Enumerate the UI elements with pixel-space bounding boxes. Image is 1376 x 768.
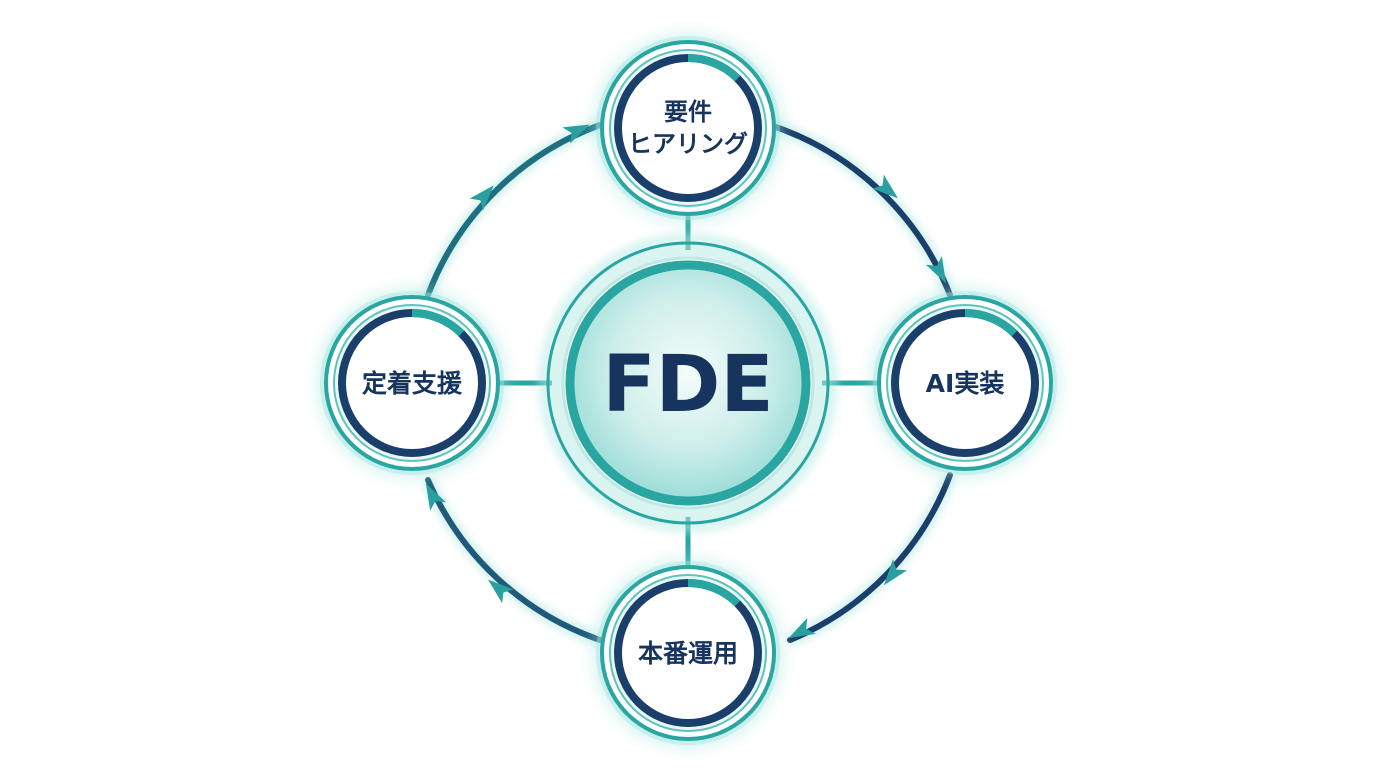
node-label: 定着支援: [362, 369, 463, 398]
node-label: 要件: [664, 98, 712, 126]
arrow-head-icon: [562, 124, 590, 144]
arrow-head-icon: [488, 579, 514, 604]
arc-adoption-to-requirements: [425, 122, 603, 298]
arrow-head-icon: [872, 174, 898, 199]
node-production-operation: 本番運用: [596, 561, 780, 745]
arc-ai-to-production: [787, 472, 953, 643]
arc-production-to-adoption: [425, 477, 603, 643]
arrowheads: [425, 124, 947, 639]
arrow-head-icon: [883, 559, 908, 586]
center-hub: FDE: [538, 233, 838, 533]
center-label: FDE: [602, 340, 773, 430]
node-adoption-support: 定着支援: [320, 291, 504, 475]
arrow-head-icon: [925, 256, 947, 284]
arrow-head-icon: [469, 185, 494, 211]
arc-requirements-to-ai: [767, 122, 953, 298]
arrow-head-icon: [425, 483, 447, 511]
node-label: ヒアリング: [628, 130, 748, 158]
node-ai-implementation: AI実装: [873, 291, 1057, 475]
node-requirements: 要件 ヒアリング: [596, 36, 780, 220]
arrow-head-icon: [788, 617, 816, 639]
node-label: 本番運用: [638, 639, 738, 668]
node-label: AI実装: [926, 369, 1005, 398]
